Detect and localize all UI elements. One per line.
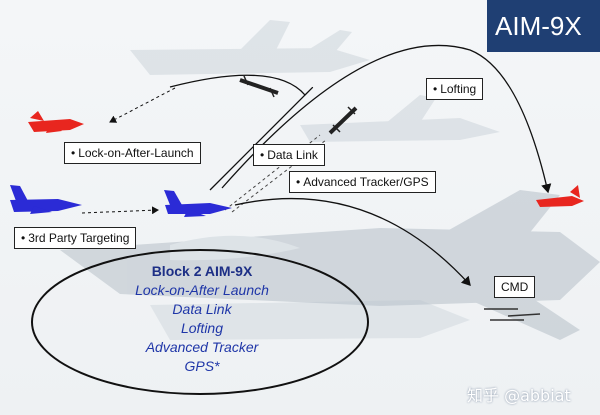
lofting-path <box>221 44 552 194</box>
background-jet-lower <box>150 300 470 340</box>
label-cmd-text: CMD <box>501 280 529 294</box>
cmd-path <box>234 197 471 286</box>
summary-heading: Block 2 AIM-9X <box>151 263 253 279</box>
summary-block: Block 2 AIM-9X Lock-on-After Launch Data… <box>92 262 312 376</box>
bullet-icon: • <box>260 148 265 162</box>
enemy-jet-right <box>536 185 584 207</box>
label-lofting-text: Lofting <box>440 82 477 96</box>
summary-item: Lofting <box>180 320 224 336</box>
missile-cmd-group <box>484 308 541 321</box>
label-lock-on-after-launch: •Lock-on-After-Launch <box>64 142 201 164</box>
enemy-jet-left <box>28 111 84 133</box>
page-title: AIM-9X <box>487 0 600 52</box>
summary-ellipse <box>31 249 369 395</box>
third-party-dashed-path <box>81 206 159 215</box>
summary-item: Data Link <box>172 301 232 317</box>
label-third-party-text: 3rd Party Targeting <box>28 231 130 245</box>
background-jet-top <box>130 20 370 75</box>
label-advanced-tracker: •Advanced Tracker/GPS <box>289 171 436 193</box>
label-data-link-text: Data Link <box>267 148 318 162</box>
missile-upper <box>239 75 279 98</box>
label-advanced-tracker-text: Advanced Tracker/GPS <box>303 175 429 189</box>
data-link-line-1 <box>224 134 321 211</box>
label-lock-on-text: Lock-on-After-Launch <box>78 146 194 160</box>
summary-item: GPS* <box>184 358 220 374</box>
friendly-jet-center <box>164 190 232 217</box>
bullet-icon: • <box>296 175 301 189</box>
bullet-icon: • <box>433 82 438 96</box>
label-third-party-targeting: •3rd Party Targeting <box>14 227 137 249</box>
dashed-path-to-red-left <box>109 87 176 123</box>
missile-lofting <box>328 106 358 135</box>
background-jet-middle <box>300 95 500 142</box>
label-lofting: •Lofting <box>426 78 484 100</box>
summary-item: Advanced Tracker <box>145 339 259 355</box>
watermark: 知乎 @abbiat <box>467 386 571 405</box>
friendly-jet-left <box>10 185 82 214</box>
summary-item: Lock-on-After Launch <box>135 282 269 298</box>
label-data-link: •Data Link <box>253 144 325 166</box>
label-cmd: CMD <box>494 276 536 298</box>
missile-path-lock-on <box>169 74 314 191</box>
bullet-icon: • <box>21 231 26 245</box>
bullet-icon: • <box>71 146 76 160</box>
